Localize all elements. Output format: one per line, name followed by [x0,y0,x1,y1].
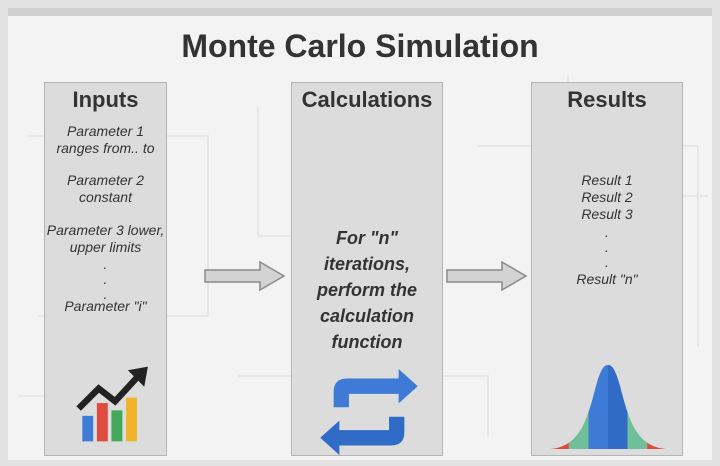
refresh-icon [320,369,418,455]
arrow-inputs-to-calculations [204,260,286,292]
inputs-panel: Inputs Parameter 1 ranges from.. to Para… [44,82,167,456]
calculations-title: Calculations [301,87,433,112]
diagram-canvas: Monte Carlo Simulation Inputs Parameter … [8,8,712,460]
arrow-calculations-to-results [446,260,528,292]
parameter-3-text: Parameter 3 lower, upper limits [46,222,165,255]
diagram-title: Monte Carlo Simulation [181,28,539,64]
distribution-curve-icon [549,364,667,450]
calculation-description: For "n" iterations, perform the calculat… [316,228,417,352]
inputs-title: Inputs [72,87,139,112]
inputs-dots: . . . [103,256,108,302]
results-panel: Results Result 1 Result 2 Result 3 . . .… [531,82,683,456]
result-n-text: Result "n" [576,271,638,287]
growth-chart-icon [76,366,148,442]
results-dots: . . . [605,224,609,270]
parameter-1-text: Parameter 1 ranges from.. to [56,123,155,156]
results-title: Results [567,87,647,112]
parameter-2-text: Parameter 2 constant [66,172,145,205]
calculations-panel: Calculations For "n" iterations, perform… [291,82,443,456]
parameter-i-text: Parameter "i" [64,298,147,314]
results-list: Result 1 Result 2 Result 3 [581,172,633,222]
